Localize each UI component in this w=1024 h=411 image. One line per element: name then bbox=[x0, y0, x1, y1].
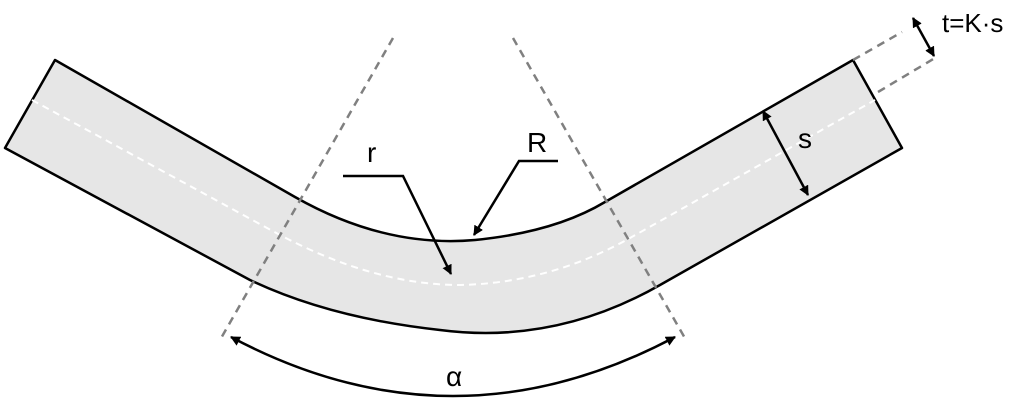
left-bend-limit-line bbox=[218, 37, 395, 341]
R-leader bbox=[472, 159, 558, 236]
t-extension-line-bottom bbox=[877, 56, 936, 94]
alpha-dimension-arc bbox=[230, 335, 676, 398]
bend-angle-label: α bbox=[446, 361, 462, 392]
right-bend-limit-line bbox=[511, 37, 688, 341]
thickness-label: s bbox=[798, 123, 812, 154]
t-extension-line-top bbox=[852, 30, 903, 62]
s-dimension-arrow bbox=[761, 110, 810, 196]
neutral-offset-label: t=K·s bbox=[942, 8, 1003, 38]
bent-plate bbox=[3, 58, 904, 335]
r-leader bbox=[343, 174, 453, 275]
neutral-line bbox=[31, 99, 876, 287]
outer-radius-label: R bbox=[527, 127, 547, 158]
t-dimension-arrow bbox=[911, 17, 936, 57]
inner-radius-label: r bbox=[367, 137, 376, 168]
